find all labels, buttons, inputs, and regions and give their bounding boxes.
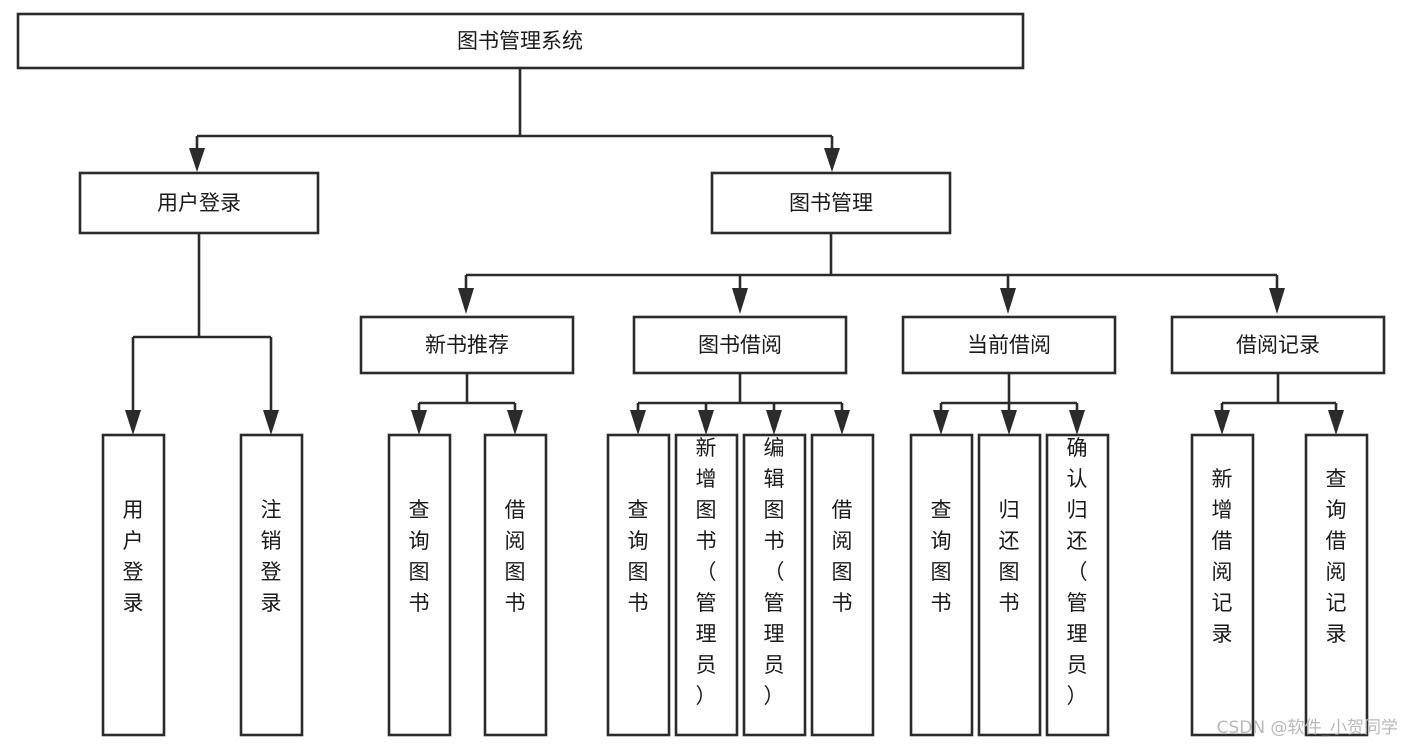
leaf-user-login-1-label: 注销登录 <box>261 498 282 615</box>
leaf-book-borrow-0-label: 查询图书 <box>628 498 649 615</box>
leaf-borrow-record-1[interactable]: 查询借阅记录 <box>1304 433 1369 737</box>
leaf-new-book-rec-1-box <box>483 433 548 737</box>
leaf-current-borrow-0[interactable]: 查询图书 <box>909 433 974 737</box>
arrowhead-leaf-borrow-record-1 <box>1328 410 1344 435</box>
leaf-book-borrow-2[interactable]: 编辑图书（管理员） <box>742 433 807 737</box>
leaf-current-borrow-1-label: 归还图书 <box>999 498 1020 615</box>
leaf-new-book-rec-0-box <box>387 433 452 737</box>
leaf-book-borrow-0-box <box>606 433 671 737</box>
leaf-book-borrow-2-box <box>742 433 807 737</box>
arrowhead-leaf-new-book-rec-1 <box>507 410 523 435</box>
leaf-current-borrow-0-box <box>909 433 974 737</box>
leaf-borrow-record-0[interactable]: 新增借阅记录 <box>1190 433 1255 737</box>
node-book-manage[interactable]: 图书管理 <box>710 171 952 235</box>
arrowhead-leaf-new-book-rec-0 <box>411 410 427 435</box>
node-borrow-record-label: 借阅记录 <box>1236 333 1320 357</box>
leaf-current-borrow-0-label: 查询图书 <box>931 498 952 615</box>
leaf-user-login-0-label: 用户登录 <box>123 498 144 615</box>
leaf-book-borrow-3-label: 借阅图书 <box>832 498 853 615</box>
arrowhead-leaf-book-borrow-1 <box>698 410 714 435</box>
leaf-book-borrow-1[interactable]: 新增图书（管理员） <box>674 433 739 737</box>
leaf-user-login-0[interactable]: 用户登录 <box>101 433 166 737</box>
leaf-book-borrow-3-box <box>810 433 875 737</box>
arrowhead-leaf-current-borrow-2 <box>1069 410 1085 435</box>
arrowhead-leaf-book-borrow-3 <box>834 410 850 435</box>
arrowhead-user-login <box>189 148 205 172</box>
node-user-login-label: 用户登录 <box>157 191 241 215</box>
arrowhead-book-borrow <box>732 288 748 314</box>
arrowhead-leaf-book-borrow-0 <box>630 410 646 435</box>
leaf-book-borrow-1-box <box>674 433 739 737</box>
leaf-new-book-rec-0[interactable]: 查询图书 <box>387 433 452 737</box>
node-root-system-box <box>16 12 1025 70</box>
node-current-borrow-label: 当前借阅 <box>967 333 1051 357</box>
node-book-manage-box <box>710 171 952 235</box>
arrowhead-book-manage <box>824 148 840 172</box>
leaf-book-borrow-1-label: 新增图书（管理员） <box>696 436 717 708</box>
arrowhead-borrow-record <box>1269 288 1285 314</box>
node-new-book-rec-label: 新书推荐 <box>425 333 509 357</box>
node-book-borrow-label: 图书借阅 <box>698 333 782 357</box>
node-root-system[interactable]: 图书管理系统 <box>16 12 1025 70</box>
arrowhead-new-book-rec <box>458 288 474 314</box>
arrowhead-leaf-user-login-1 <box>263 410 279 435</box>
node-current-borrow-box <box>901 315 1117 375</box>
leaf-book-borrow-3[interactable]: 借阅图书 <box>810 433 875 737</box>
leaf-user-login-1[interactable]: 注销登录 <box>239 433 304 737</box>
node-borrow-record[interactable]: 借阅记录 <box>1170 315 1386 375</box>
leaf-current-borrow-2[interactable]: 确认归还（管理员） <box>1045 433 1110 737</box>
node-new-book-rec-box <box>359 315 575 375</box>
arrowhead-leaf-current-borrow-0 <box>933 410 949 435</box>
leaf-book-borrow-0[interactable]: 查询图书 <box>606 433 671 737</box>
arrowhead-current-borrow <box>1000 288 1016 314</box>
leaf-new-book-rec-1[interactable]: 借阅图书 <box>483 433 548 737</box>
csdn-watermark: CSDN @软件_小贺同学 <box>1217 718 1398 738</box>
arrowhead-leaf-borrow-record-0 <box>1214 410 1230 435</box>
leaf-borrow-record-1-label: 查询借阅记录 <box>1326 467 1347 646</box>
leaf-book-borrow-2-label: 编辑图书（管理员） <box>764 436 785 708</box>
leaf-current-borrow-1[interactable]: 归还图书 <box>977 433 1042 737</box>
arrowhead-leaf-user-login-0 <box>125 410 141 435</box>
node-current-borrow[interactable]: 当前借阅 <box>901 315 1117 375</box>
leaf-borrow-record-0-label: 新增借阅记录 <box>1212 467 1233 646</box>
leaf-current-borrow-2-label: 确认归还（管理员） <box>1067 436 1088 708</box>
node-borrow-record-box <box>1170 315 1386 375</box>
leaf-current-borrow-2-box <box>1045 433 1110 737</box>
leaf-borrow-record-0-box <box>1190 433 1255 737</box>
leaf-new-book-rec-0-label: 查询图书 <box>409 498 430 615</box>
node-book-manage-label: 图书管理 <box>789 191 873 215</box>
node-new-book-rec[interactable]: 新书推荐 <box>359 315 575 375</box>
arrowhead-leaf-book-borrow-2 <box>766 410 782 435</box>
node-book-borrow[interactable]: 图书借阅 <box>632 315 848 375</box>
arrowhead-leaf-current-borrow-1 <box>1001 410 1017 435</box>
leaf-new-book-rec-1-label: 借阅图书 <box>505 498 526 615</box>
leaf-current-borrow-1-box <box>977 433 1042 737</box>
node-root-system-label: 图书管理系统 <box>457 29 583 53</box>
leaf-user-login-1-box <box>239 433 304 737</box>
leaf-borrow-record-1-box <box>1304 433 1369 737</box>
node-user-login[interactable]: 用户登录 <box>78 171 320 235</box>
leaf-user-login-0-box <box>101 433 166 737</box>
node-book-borrow-box <box>632 315 848 375</box>
